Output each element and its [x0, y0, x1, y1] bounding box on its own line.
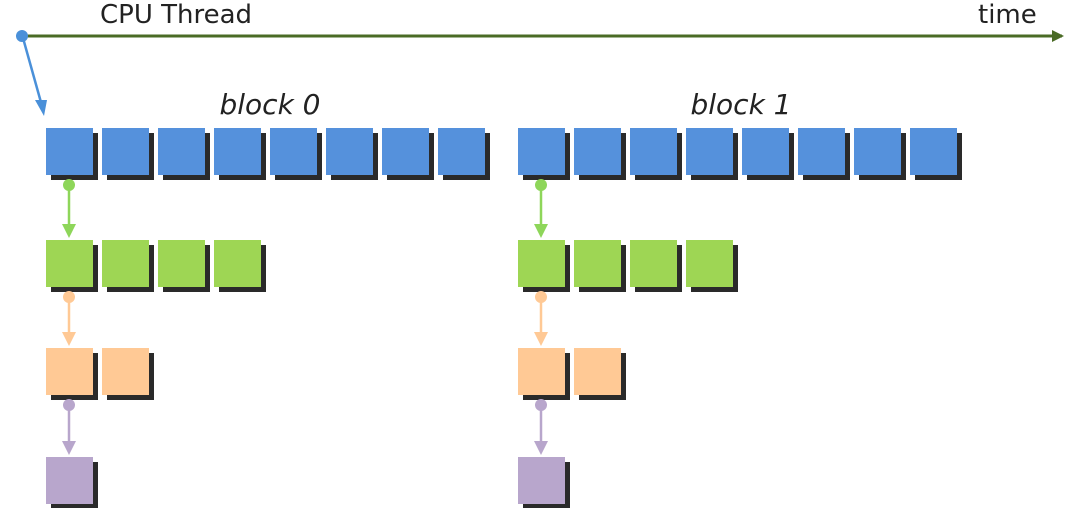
block-0-label: block 0 [219, 88, 320, 121]
block-0-row-3-cell-0 [46, 457, 93, 504]
block-0-row-0-cell-4 [270, 128, 317, 175]
block-1-row-0-cell-7 [910, 128, 957, 175]
connector-arrowhead [534, 441, 548, 455]
block-1-row-0-cell-5 [798, 128, 845, 175]
block-0-row-1-cell-3 [214, 240, 261, 287]
block-0-row-0-cell-1 [102, 128, 149, 175]
thread-start-dot [16, 30, 28, 42]
block-1-row-1-cell-1 [574, 240, 621, 287]
block-0-row-0-cell-7 [438, 128, 485, 175]
block-0 [46, 128, 490, 508]
block-1-row-2-cell-1 [574, 348, 621, 395]
connector-arrowhead [62, 441, 76, 455]
block-1-row-0-cell-6 [854, 128, 901, 175]
block-1-row-0-cell-4 [742, 128, 789, 175]
connector-arrowhead [62, 224, 76, 238]
block-1-row-0-cell-1 [574, 128, 621, 175]
block-1-row-1-cell-3 [686, 240, 733, 287]
block-0-row-1-cell-1 [102, 240, 149, 287]
time-label: time [978, 0, 1037, 30]
block-0-row-1-cell-2 [158, 240, 205, 287]
block-0-row-0-cell-0 [46, 128, 93, 175]
block-0-row-0-cell-2 [158, 128, 205, 175]
block-1-row-0-cell-2 [630, 128, 677, 175]
block-1-label: block 1 [690, 88, 791, 121]
cpu-thread-label: CPU Thread [100, 0, 252, 30]
block-1-row-1-cell-2 [630, 240, 677, 287]
connector-arrowhead [534, 332, 548, 346]
block-0-row-1-cell-0 [46, 240, 93, 287]
block-1-row-1-cell-0 [518, 240, 565, 287]
launch-arrowhead [35, 100, 47, 116]
block-1-row-0-cell-3 [686, 128, 733, 175]
block-0-row-2-cell-0 [46, 348, 93, 395]
launch-arrow [21, 37, 44, 107]
block-1-row-2-cell-0 [518, 348, 565, 395]
block-1-row-3-cell-0 [518, 457, 565, 504]
block-0-row-2-cell-1 [102, 348, 149, 395]
block-1 [518, 128, 962, 508]
connector-arrowhead [62, 332, 76, 346]
block-0-row-0-cell-6 [382, 128, 429, 175]
connector-arrowhead [534, 224, 548, 238]
block-0-row-0-cell-3 [214, 128, 261, 175]
block-0-row-0-cell-5 [326, 128, 373, 175]
block-1-row-0-cell-0 [518, 128, 565, 175]
